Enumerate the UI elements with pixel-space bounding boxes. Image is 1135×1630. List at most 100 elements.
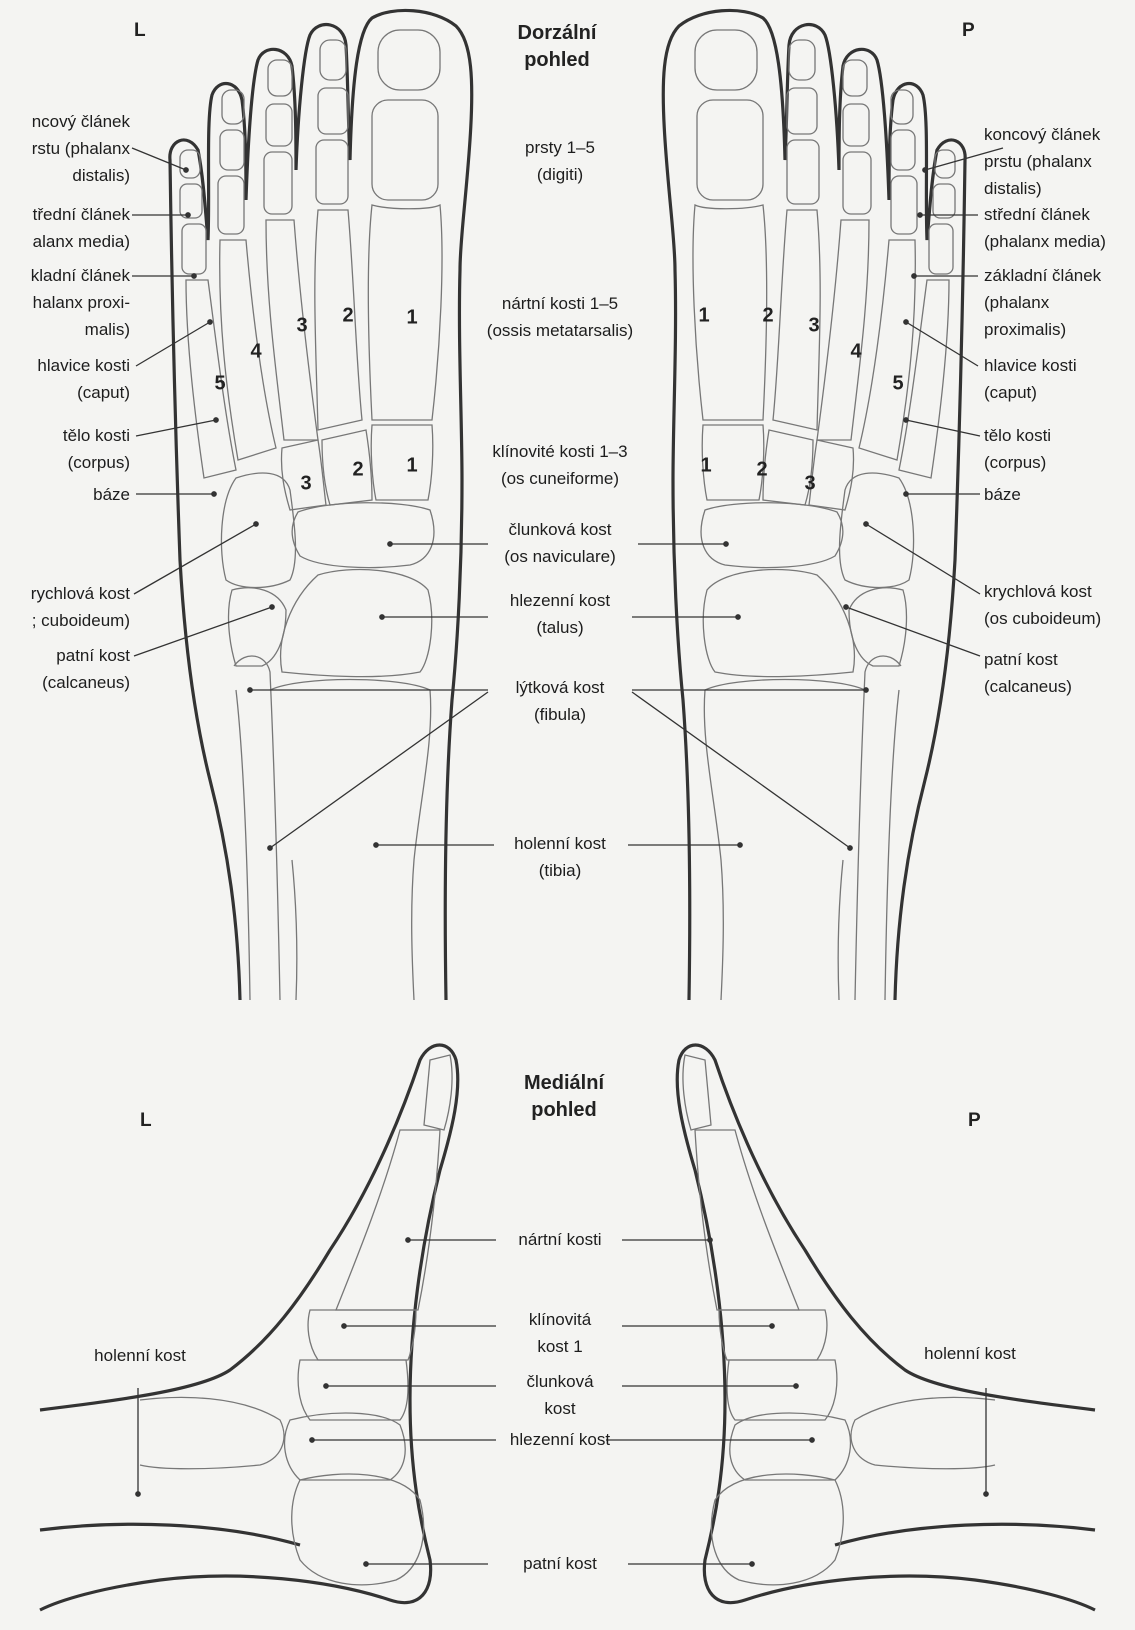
center-label-fibula: lýtková kost (fibula)	[516, 674, 605, 728]
left-label-baze: báze	[93, 481, 130, 508]
label-line: hlezenní kost	[510, 587, 610, 614]
label-line: distalis)	[32, 162, 130, 189]
label-line: ; cuboideum)	[31, 607, 130, 634]
left-label-corpus: tělo kosti (corpus)	[63, 422, 130, 476]
label-line: krychlová kost	[984, 578, 1101, 605]
right-metatarsal-number: 4	[850, 341, 861, 364]
right-label-phalanx-distalis: koncový článek prstu (phalanx distalis)	[984, 121, 1100, 202]
center-label-metatarsalis: nártní kosti 1–5 (ossis metatarsalis)	[487, 290, 633, 344]
label-line: kost	[526, 1395, 593, 1422]
medial-title-line-2: pohled	[531, 1099, 597, 1121]
label-line: (talus)	[510, 614, 610, 641]
center-label-naviculare: člunková kost (os naviculare)	[504, 516, 616, 570]
center-label-cuneiforme: klínovité kosti 1–3 (os cuneiforme)	[492, 438, 627, 492]
label-line: klínovitá	[529, 1306, 591, 1333]
left-cuneiform-number: 3	[300, 473, 311, 496]
label-line: malis)	[31, 316, 130, 343]
label-line: (os cuneiforme)	[492, 465, 627, 492]
center-label-digiti: prsty 1–5 (digiti)	[525, 134, 595, 188]
label-line: rstu (phalanx	[32, 135, 130, 162]
medial-title-line-1: Mediální	[524, 1072, 604, 1094]
label-line: hlavice kosti	[37, 352, 130, 379]
label-line: koncový článek	[984, 121, 1100, 148]
medial-label-metatarsal: nártní kosti	[518, 1226, 601, 1253]
label-line: (os cuboideum)	[984, 605, 1101, 632]
medial-label-navicular: člunková kost	[526, 1368, 593, 1422]
left-label-phalanx-proximalis: kladní článek halanx proxi- malis)	[31, 262, 130, 343]
label-line: proximalis)	[984, 316, 1101, 343]
right-label-corpus: tělo kosti (corpus)	[984, 422, 1051, 476]
label-line: (os naviculare)	[504, 543, 616, 570]
right-cuneiform-number: 3	[804, 473, 815, 496]
medial-label-cuneiform: klínovitá kost 1	[529, 1306, 591, 1360]
right-cuneiform-number: 1	[700, 455, 711, 478]
label-line: patní kost	[984, 646, 1072, 673]
medial-label-calcaneus: patní kost	[523, 1550, 597, 1577]
label-line: (digiti)	[525, 161, 595, 188]
label-line: člunková kost	[504, 516, 616, 543]
label-line: třední článek	[33, 201, 130, 228]
medial-right-side-letter: P	[968, 1110, 981, 1132]
medial-left-tibia-label: holenní kost	[94, 1342, 186, 1369]
right-cuneiform-number: 2	[756, 459, 767, 482]
medial-left-side-letter: L	[140, 1110, 152, 1132]
label-line: hlavice kosti	[984, 352, 1077, 379]
label-line: kladní článek	[31, 262, 130, 289]
left-label-caput: hlavice kosti (caput)	[37, 352, 130, 406]
label-line: nártní kosti 1–5	[487, 290, 633, 317]
right-label-phalanx-media: střední článek (phalanx media)	[984, 201, 1106, 255]
label-line: prstu (phalanx	[984, 148, 1100, 175]
label-line: (calcaneus)	[984, 673, 1072, 700]
label-line: lýtková kost	[516, 674, 605, 701]
label-line: (caput)	[984, 379, 1077, 406]
center-label-tibia: holenní kost (tibia)	[514, 830, 606, 884]
label-line: tělo kosti	[63, 422, 130, 449]
right-metatarsal-number: 3	[808, 315, 819, 338]
label-line: ncový článek	[32, 108, 130, 135]
left-label-phalanx-media: třední článek alanx media)	[33, 201, 130, 255]
left-cuneiform-number: 1	[406, 455, 417, 478]
label-line: hlezenní kost	[510, 1426, 610, 1453]
medial-right-tibia-label: holenní kost	[924, 1340, 1016, 1367]
label-line: (corpus)	[984, 449, 1051, 476]
label-line: prsty 1–5	[525, 134, 595, 161]
left-label-phalanx-distalis: ncový článek rstu (phalanx distalis)	[32, 108, 130, 189]
medial-view-title: Mediální pohled	[524, 1070, 604, 1124]
right-label-caput: hlavice kosti (caput)	[984, 352, 1077, 406]
label-line: klínovité kosti 1–3	[492, 438, 627, 465]
left-metatarsal-number: 4	[250, 341, 261, 364]
right-metatarsal-number: 5	[892, 373, 903, 396]
label-line: (calcaneus)	[42, 669, 130, 696]
left-label-calcaneus: patní kost (calcaneus)	[42, 642, 130, 696]
left-label-cuboideum: rychlová kost ; cuboideum)	[31, 580, 130, 634]
right-metatarsal-number: 2	[762, 305, 773, 328]
center-label-talus: hlezenní kost (talus)	[510, 587, 610, 641]
dorsal-right-side-letter: P	[962, 20, 975, 42]
label-line: člunková	[526, 1368, 593, 1395]
label-line: střední článek	[984, 201, 1106, 228]
right-metatarsal-number: 1	[698, 305, 709, 328]
label-line: (ossis metatarsalis)	[487, 317, 633, 344]
label-line: (phalanx	[984, 289, 1101, 316]
right-label-calcaneus: patní kost (calcaneus)	[984, 646, 1072, 700]
label-line: distalis)	[984, 175, 1100, 202]
label-line: základní článek	[984, 262, 1101, 289]
label-line: báze	[93, 481, 130, 508]
right-label-phalanx-proximalis: základní článek (phalanx proximalis)	[984, 262, 1101, 343]
label-line: tělo kosti	[984, 422, 1051, 449]
label-line: (corpus)	[63, 449, 130, 476]
label-line: holenní kost	[514, 830, 606, 857]
dorsal-left-side-letter: L	[134, 20, 146, 42]
left-metatarsal-number: 2	[342, 305, 353, 328]
label-line: patní kost	[523, 1550, 597, 1577]
label-line: alanx media)	[33, 228, 130, 255]
label-line: rychlová kost	[31, 580, 130, 607]
right-label-cuboideum: krychlová kost (os cuboideum)	[984, 578, 1101, 632]
label-line: (phalanx media)	[984, 228, 1106, 255]
dorsal-view-title: Dorzální pohled	[518, 20, 597, 74]
dorsal-title-line-2: pohled	[524, 49, 590, 71]
label-line: (fibula)	[516, 701, 605, 728]
left-cuneiform-number: 2	[352, 459, 363, 482]
medial-label-talus: hlezenní kost	[510, 1426, 610, 1453]
label-line: báze	[984, 481, 1021, 508]
